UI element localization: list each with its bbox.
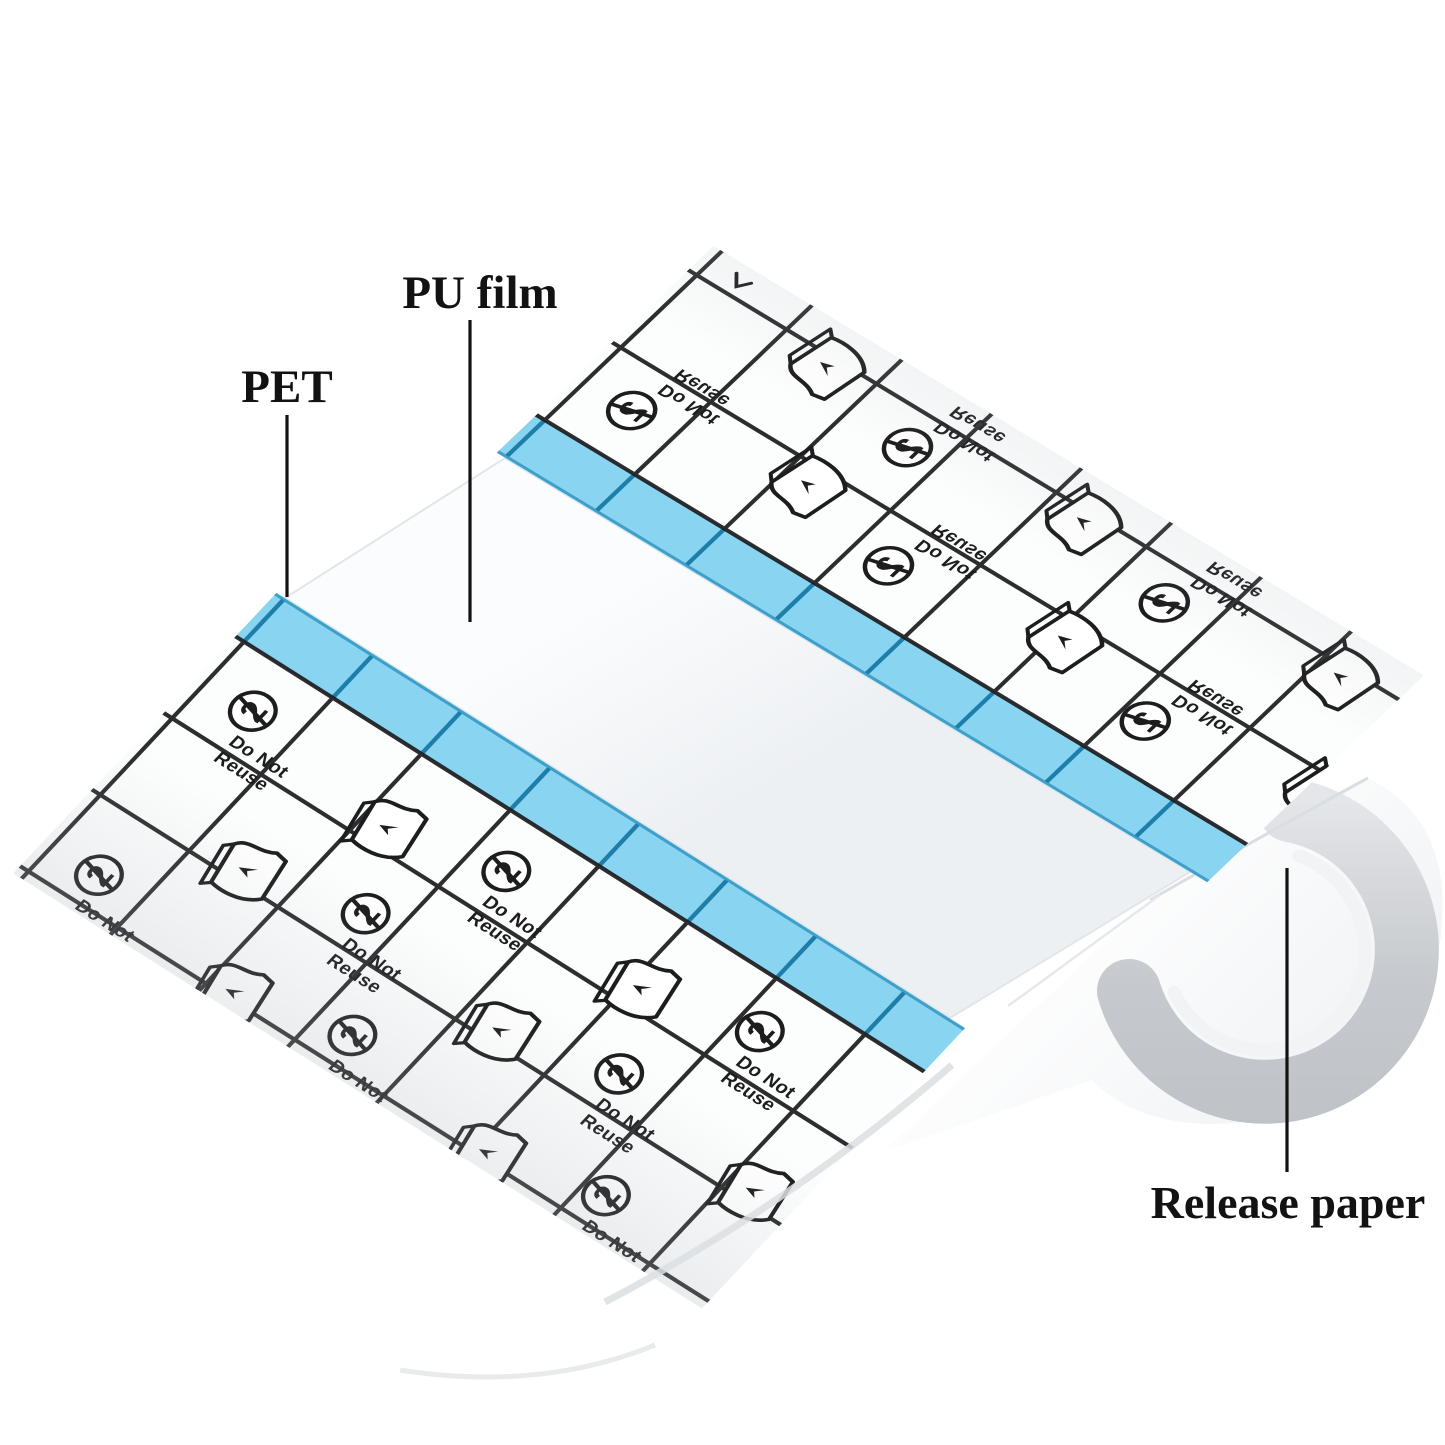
pu-film-label: PU film [402,267,557,319]
sheet-shading [13,592,966,1309]
film-edge-line [1149,776,1369,902]
release-paper-curl [882,776,1443,1152]
pet-label: PET [241,361,332,413]
top-film-sheet: 2Do NotReuse2Do NotReuse2Do NotReuse2Do … [496,245,1424,883]
faint-shadow [399,1342,656,1380]
paper-roll-highlight [1167,849,1372,1057]
bottom-film-sheet: 2Do NotReuse2Do NotReuse2Do NotReuse2Do … [13,592,966,1309]
sheet-shading [496,245,1424,883]
sheet-edge-shadow [603,1062,955,1306]
paper-roll [1097,778,1439,1124]
release-paper-label: Release paper [1151,1177,1426,1228]
fold-line [1007,893,1161,1008]
